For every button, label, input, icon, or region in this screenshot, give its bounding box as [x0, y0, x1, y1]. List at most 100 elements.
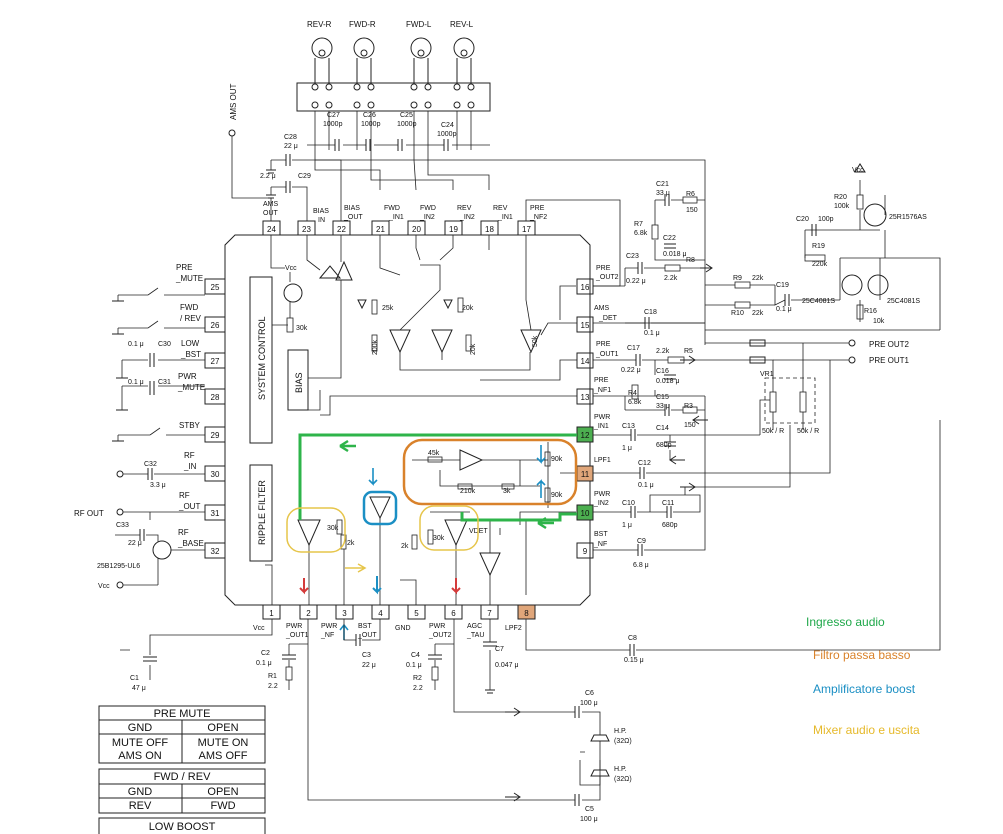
pin-19-label1: REV: [457, 205, 472, 212]
c31-name: C31: [158, 379, 171, 386]
pin-4-label2: _OUT: [357, 632, 377, 639]
pin-18-label1: REV: [493, 205, 508, 212]
c12-name: C12: [638, 460, 651, 467]
pin-10-num: 10: [581, 509, 590, 518]
pin-2-label1: PWR: [286, 623, 302, 630]
c12-value: 0.1 μ: [638, 482, 654, 489]
c15-value: 33 μ: [656, 403, 670, 410]
pre-out2-label: PRE OUT2: [869, 340, 910, 349]
q1-transistor: [152, 540, 172, 560]
pin-3-label1: PWR: [321, 623, 337, 630]
pre-mute-col1: GND: [128, 722, 153, 734]
q-25c4081s-a-label: 25C4081S: [802, 298, 835, 305]
pin-13-num: 13: [581, 393, 590, 402]
low-boost-title: LOW BOOST: [149, 821, 216, 833]
pin-20-num: 20: [412, 225, 421, 234]
q1-label: 25B1295-UL6: [97, 563, 140, 570]
c26-name: C26: [363, 112, 376, 119]
rf-out-label: RF OUT: [74, 509, 104, 518]
right-pins: 16 15 14 13 12 11 10 9: [576, 278, 594, 559]
pin-18-num: 18: [485, 225, 494, 234]
pin-6-label1: PWR: [429, 623, 445, 630]
r4-value: 6.8k: [628, 399, 642, 406]
r5-name: R5: [684, 348, 693, 355]
c13-value: 1 μ: [622, 445, 632, 452]
pin-7-label2: _TAU: [466, 632, 484, 639]
left-switches: [112, 287, 205, 442]
pre-mute-r2c2: AMS OFF: [199, 750, 248, 762]
q-25c4081s-a: [841, 274, 863, 296]
pin-19-label2: _IN2: [459, 214, 475, 221]
right-vcc-label: Vcc: [852, 167, 864, 174]
ic-r-90k-a-label: 90k: [551, 456, 563, 463]
pin-14-label1: PRE: [596, 341, 611, 348]
pin-26-label2: / REV: [180, 314, 202, 323]
c9-value: 6.8 μ: [633, 562, 649, 569]
r16-name: R16: [864, 308, 877, 315]
c7-value: 0.047 μ: [495, 662, 519, 669]
ic-r-2k-label: 2k: [347, 540, 355, 547]
ic-vcc-label: Vcc: [285, 265, 297, 272]
pin-2-label2: _OUT1: [285, 632, 309, 639]
pin-15-num: 15: [581, 321, 590, 330]
pre-mute-r1c1: MUTE OFF: [112, 737, 168, 749]
pin-16-label2: _OUT2: [595, 274, 619, 281]
highlight-audio-input: [298, 433, 577, 530]
c20-value: 100p: [818, 216, 834, 223]
c5-name: C5: [585, 806, 594, 813]
c13-name: C13: [622, 423, 635, 430]
pre-out1-label: PRE OUT1: [869, 356, 910, 365]
pin-30-label1: RF: [184, 451, 195, 460]
pin-28-label1: PWR: [178, 372, 197, 381]
pin-20-label2: _IN2: [419, 214, 435, 221]
pin-22-label2: _OUT: [343, 214, 363, 221]
pin-13-label2: _NF1: [593, 387, 611, 394]
ic-r-3k-label: 3k: [503, 488, 511, 495]
c17-value: 0.22 μ: [621, 367, 641, 374]
c16-value: 0.018 μ: [656, 378, 680, 385]
pin-30-num: 30: [211, 470, 220, 479]
c32-value: 3.3 μ: [150, 482, 166, 489]
c9-name: C9: [637, 538, 646, 545]
c1-value: 47 μ: [132, 685, 146, 692]
pin-29-label1: STBY: [179, 421, 201, 430]
c1-name: C1: [130, 675, 139, 682]
left-vcc-label: Vcc: [98, 583, 110, 590]
c11-name: C11: [662, 500, 674, 507]
pin-31-label1: RF: [179, 491, 190, 500]
pin-4-label1: BST: [358, 623, 372, 630]
bias-label: BIAS: [294, 372, 304, 393]
pin-16-num: 16: [581, 283, 590, 292]
top-pins: 24 23 22 21 20 19 18 17: [262, 220, 536, 236]
pin-9-label2: _NF: [593, 541, 607, 548]
pin-1-label1: Vcc: [253, 625, 265, 632]
pin-9-label1: BST: [594, 531, 608, 538]
connector-fwd-l: FWD-L: [406, 20, 432, 29]
pin-21-label2: _IN1: [388, 214, 404, 221]
pin-27-num: 27: [211, 357, 220, 366]
headphone-outputs: [505, 706, 610, 806]
r3-value: 150: [684, 422, 696, 429]
pin-12-label1: PWR: [594, 414, 610, 421]
pin-21-label1: FWD: [384, 205, 400, 212]
r9-name: R9: [733, 275, 742, 282]
pin-23-num: 23: [302, 225, 311, 234]
bottom-pin-labels: Vcc PWR _OUT1 PWR _NF BST _OUT GND PWR _…: [253, 623, 522, 639]
q-25c4081s-b: [867, 274, 889, 296]
pin-21-num: 21: [376, 225, 385, 234]
pin-30-label2: _IN: [183, 462, 197, 471]
pin-6-num: 6: [451, 609, 456, 618]
pin-3-num: 3: [342, 609, 347, 618]
pin-11-num: 11: [581, 470, 590, 479]
pin-32-label2: _BASE: [177, 539, 204, 548]
c14-value: 680p: [656, 442, 672, 449]
c22-name: C22: [663, 235, 676, 242]
bottom-pins: 1 2 3 4 5 6 7 8: [262, 604, 536, 620]
hp1-name: H.P.: [614, 728, 627, 735]
c6-name: C6: [585, 690, 594, 697]
pin-14-num: 14: [581, 357, 590, 366]
pin-11-label1: LPF1: [594, 457, 611, 464]
ic-r-20k-b-label: 20k: [470, 343, 477, 355]
connector-fwd-r: FWD-R: [349, 20, 376, 29]
pre-mute-r1c2: MUTE ON: [198, 737, 249, 749]
